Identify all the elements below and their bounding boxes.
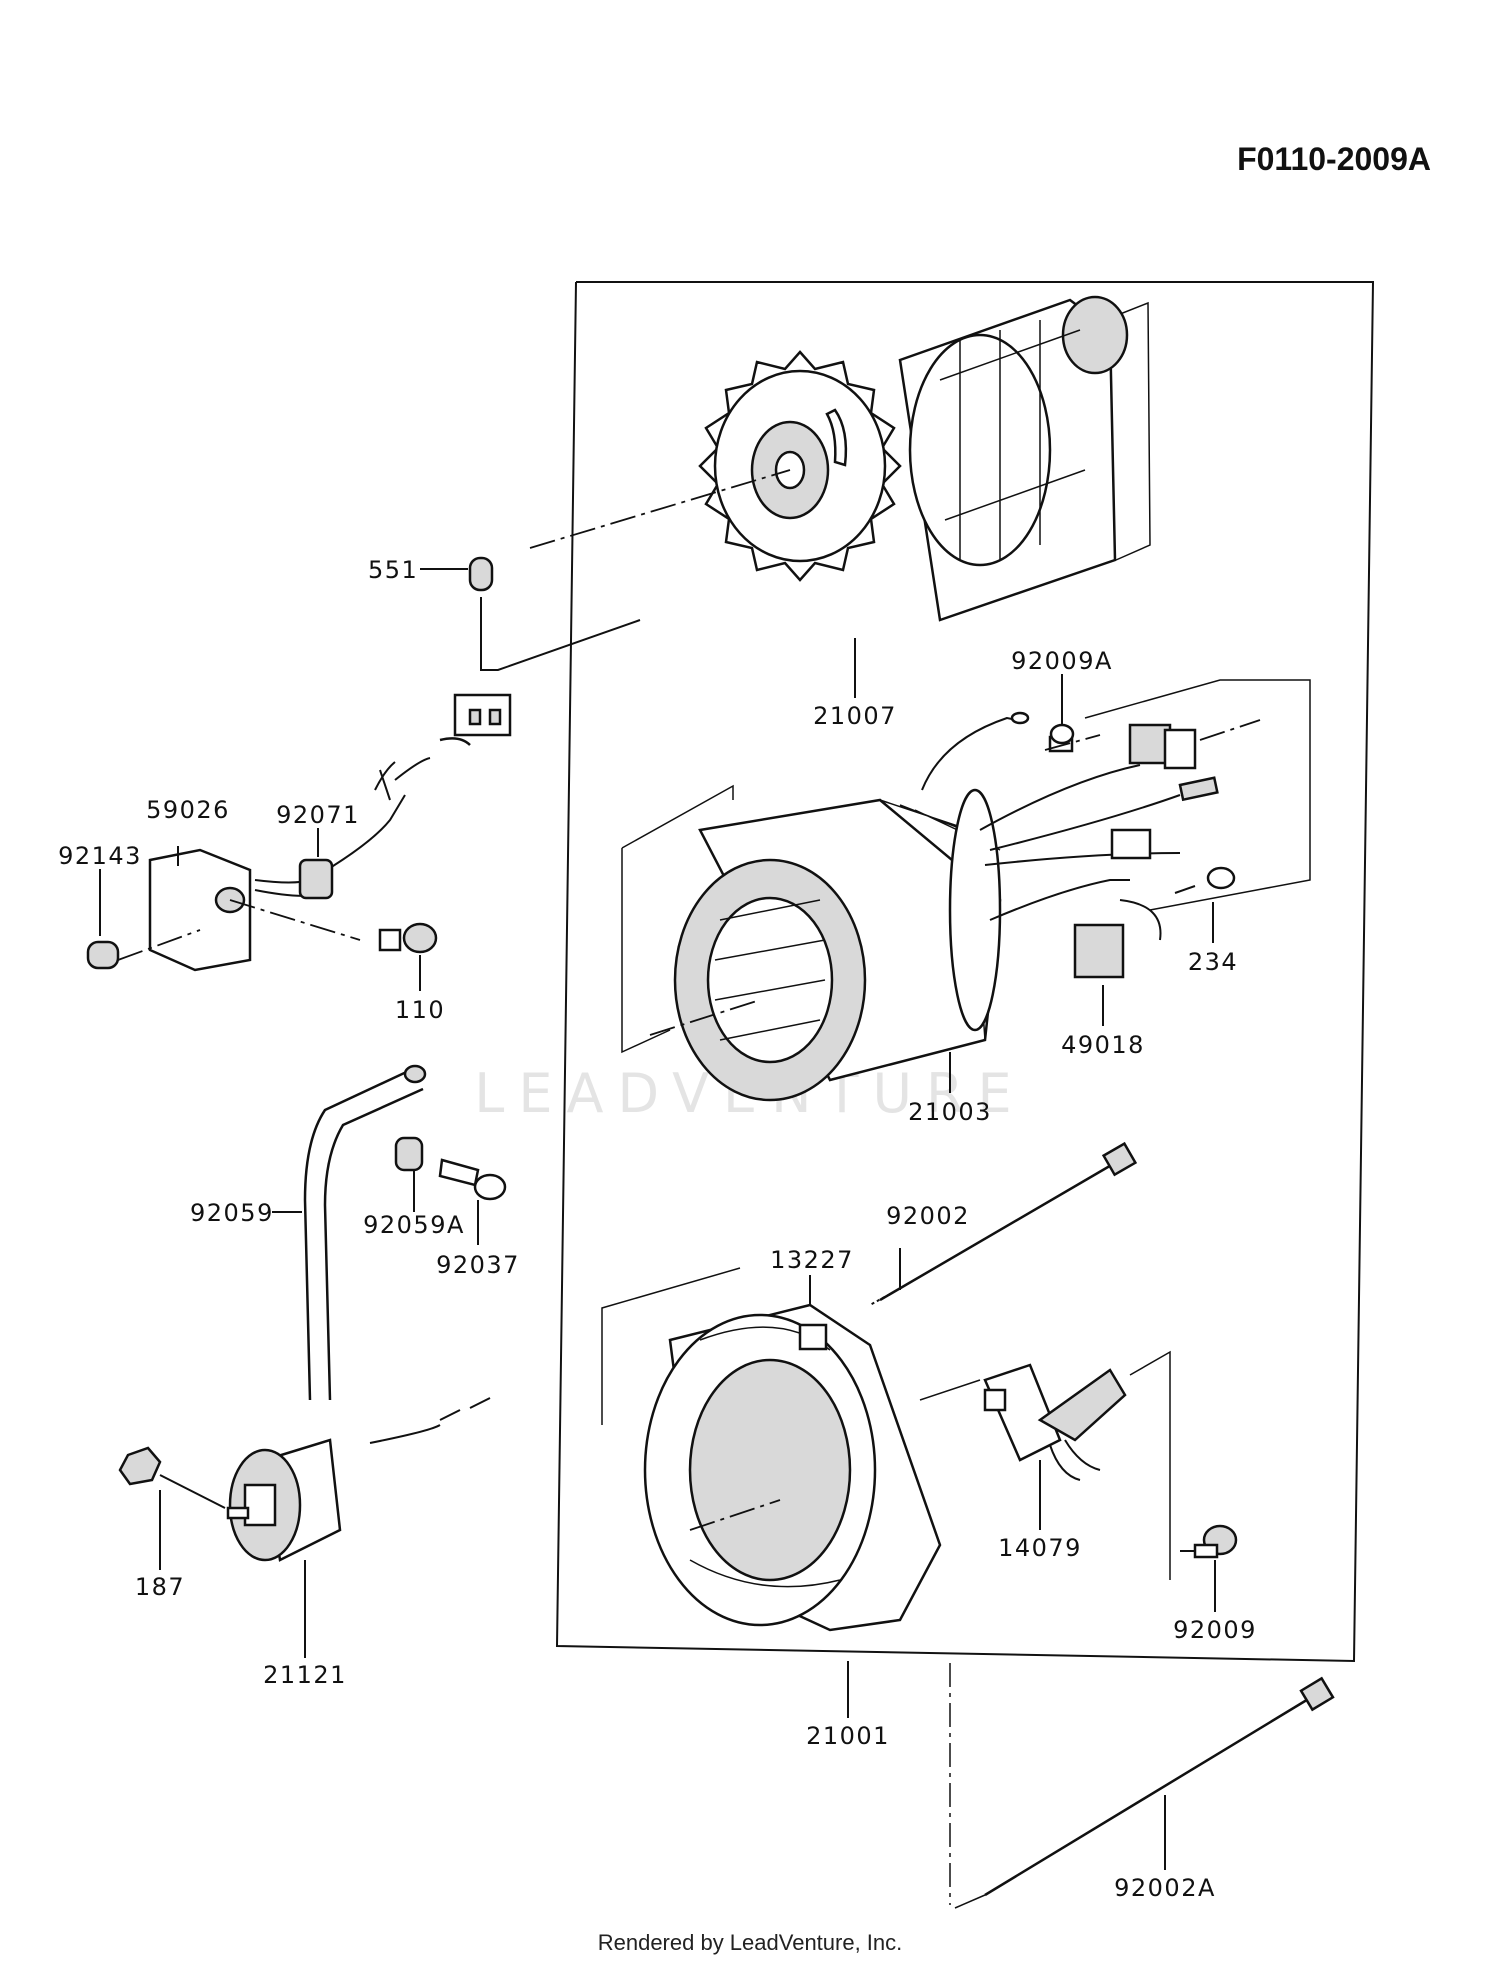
pin-551-drawing (420, 556, 641, 671)
part-label: 92002A (1114, 1874, 1216, 1902)
bolt-92002-drawing (869, 1141, 1138, 1306)
screw-234-drawing (1174, 866, 1236, 943)
part-label: 187 (135, 1573, 185, 1601)
terminal-92037-drawing (394, 1136, 507, 1245)
part-label: 21001 (806, 1722, 890, 1750)
part-label: 21121 (263, 1661, 347, 1689)
part-label: 21003 (908, 1098, 992, 1126)
part-label: 92059 (190, 1199, 274, 1227)
stator-21003-drawing (621, 784, 1002, 1102)
harness-59026-drawing (86, 693, 512, 991)
assembly-box (555, 281, 1375, 1663)
rectifier-14079-drawing (983, 1350, 1171, 1580)
coil-21121-drawing (118, 1064, 491, 1658)
part-label: 92143 (58, 842, 142, 870)
stator-wiring-drawing (921, 679, 1311, 979)
part-label: 14079 (998, 1534, 1082, 1562)
part-label: 92009A (1011, 647, 1113, 675)
part-label: 92002 (886, 1202, 970, 1230)
part-label: 13227 (770, 1246, 854, 1274)
bolt-92002a-drawing (949, 1663, 1335, 1909)
part-label: 92059A (363, 1211, 465, 1239)
rotor-21007-drawing (529, 295, 1151, 622)
screw-92009-drawing (1180, 1524, 1238, 1612)
diagram-code: F0110-2009A (1237, 141, 1431, 177)
part-label: 110 (395, 996, 445, 1024)
part-label: 59026 (146, 796, 230, 824)
part-label: 551 (368, 556, 418, 584)
part-label: 92009 (1173, 1616, 1257, 1644)
footer-credit: Rendered by LeadVenture, Inc. (598, 1930, 903, 1955)
part-label: 49018 (1061, 1031, 1145, 1059)
cover-13227-drawing (601, 1267, 981, 1632)
screw-92009a-drawing (1049, 674, 1075, 745)
part-label: 92071 (276, 801, 360, 829)
part-label: 92037 (436, 1251, 520, 1279)
part-label: 234 (1188, 948, 1238, 976)
part-label: 21007 (813, 702, 897, 730)
